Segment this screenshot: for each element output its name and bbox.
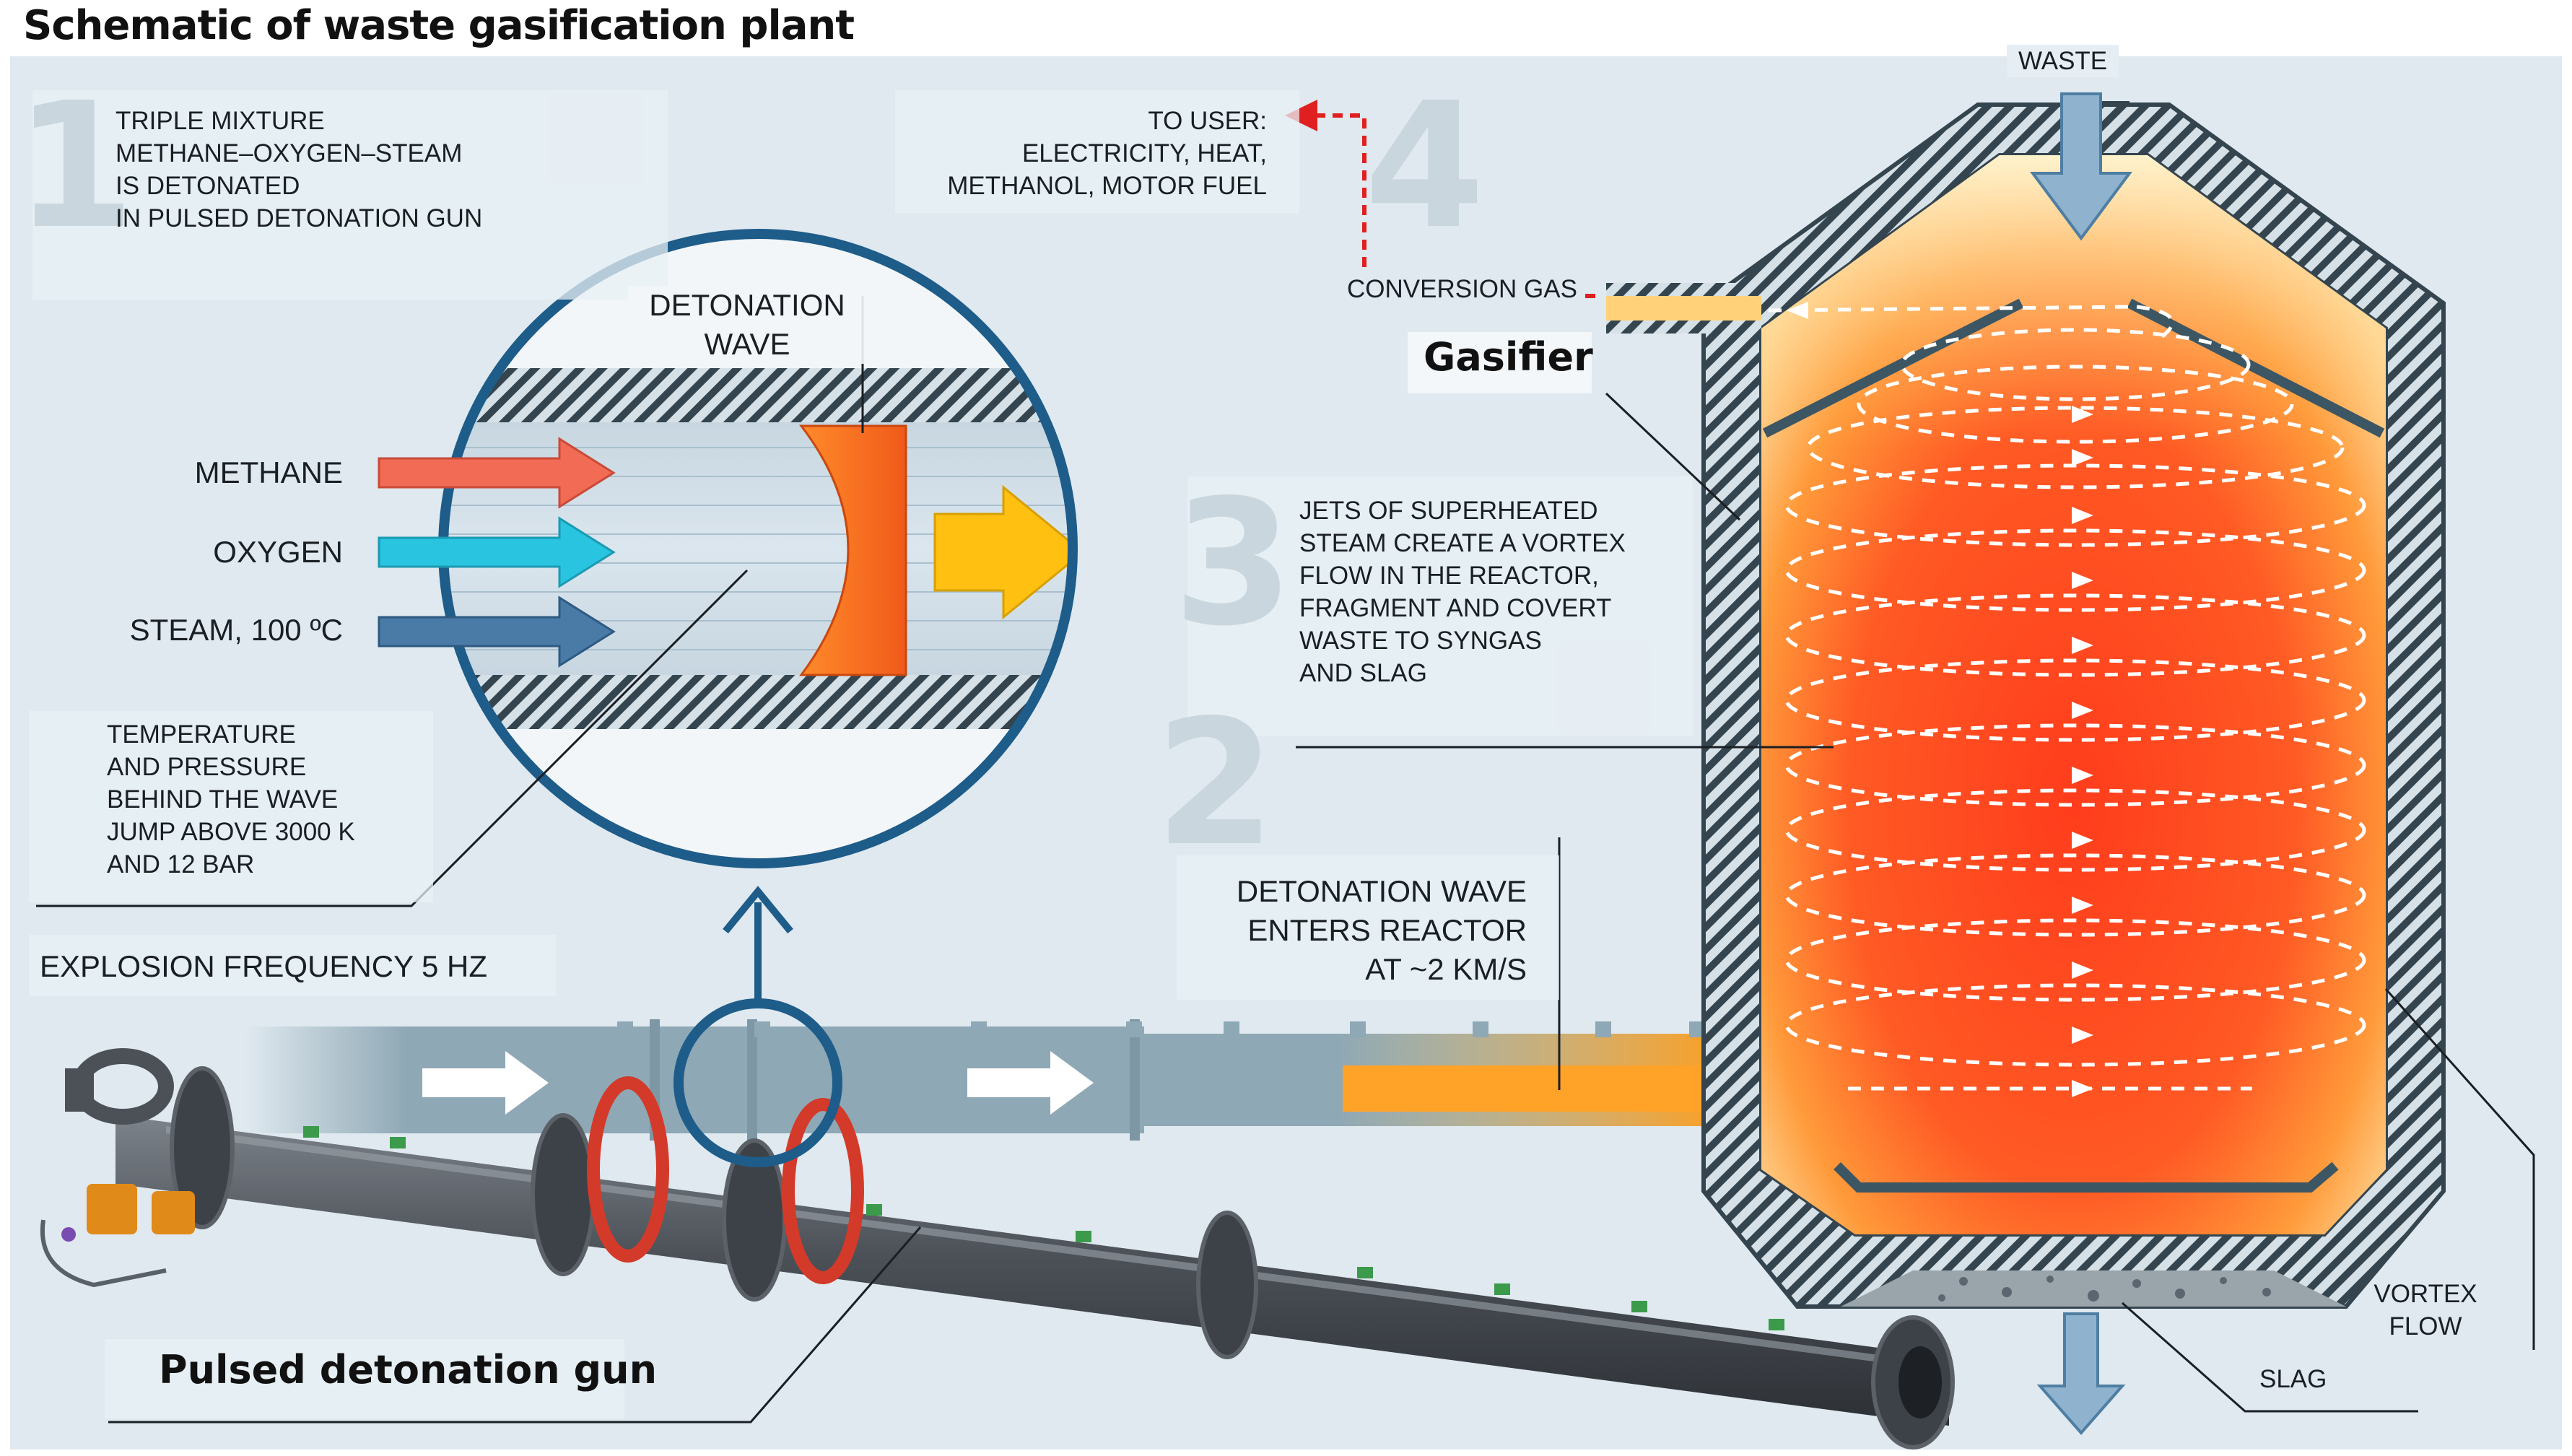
steam-label: STEAM, 100 ºC — [129, 613, 343, 647]
frequency-panel — [29, 935, 556, 996]
step3-panel — [1187, 476, 1693, 736]
step1-text: TRIPLE MIXTURE METHANE–OXYGEN–STEAM IS D… — [115, 107, 483, 232]
conversion-gas-label: CONVERSION GAS — [1344, 273, 1580, 305]
step-number-3: 3 — [1173, 462, 1294, 664]
step-number-1: 1 — [14, 65, 135, 267]
step2-text: DETONATION WAVE ENTERS REACTOR AT ~2 KM/… — [1236, 874, 1527, 986]
gun-label-panel — [105, 1339, 624, 1418]
page-title: Schematic of waste gasification plant — [23, 2, 855, 49]
temperature-panel — [29, 711, 433, 902]
gasifier-label-panel — [1408, 332, 1592, 393]
pulsed-detonation-gun-label: Pulsed detonation gun — [159, 1347, 658, 1392]
vortex-flow-label: VORTEX FLOW — [2373, 1280, 2477, 1341]
step-number-2: 2 — [1155, 682, 1276, 884]
step1-panel — [32, 90, 668, 300]
step3-text: JETS OF SUPERHEATED STEAM CREATE A VORTE… — [1299, 497, 1626, 687]
methane-label: METHANE — [194, 455, 343, 489]
step4-panel — [895, 90, 1299, 213]
step4-text: TO USER: ELECTRICITY, HEAT, METHANOL, MO… — [947, 107, 1267, 200]
step2-panel — [1177, 855, 1559, 1000]
waste-label: WASTE — [2007, 45, 2119, 77]
gasifier-label: Gasifier — [1424, 334, 1593, 380]
temperature-note: TEMPERATURE AND PRESSURE BEHIND THE WAVE… — [107, 720, 355, 879]
step-number-4: 4 — [1364, 65, 1485, 267]
oxygen-label: OXYGEN — [213, 535, 343, 569]
detonation-wave-label: DETONATION WAVE — [628, 286, 866, 364]
explosion-frequency-label: EXPLOSION FREQUENCY 5 HZ — [40, 949, 488, 983]
slag-label: SLAG — [2259, 1365, 2327, 1393]
